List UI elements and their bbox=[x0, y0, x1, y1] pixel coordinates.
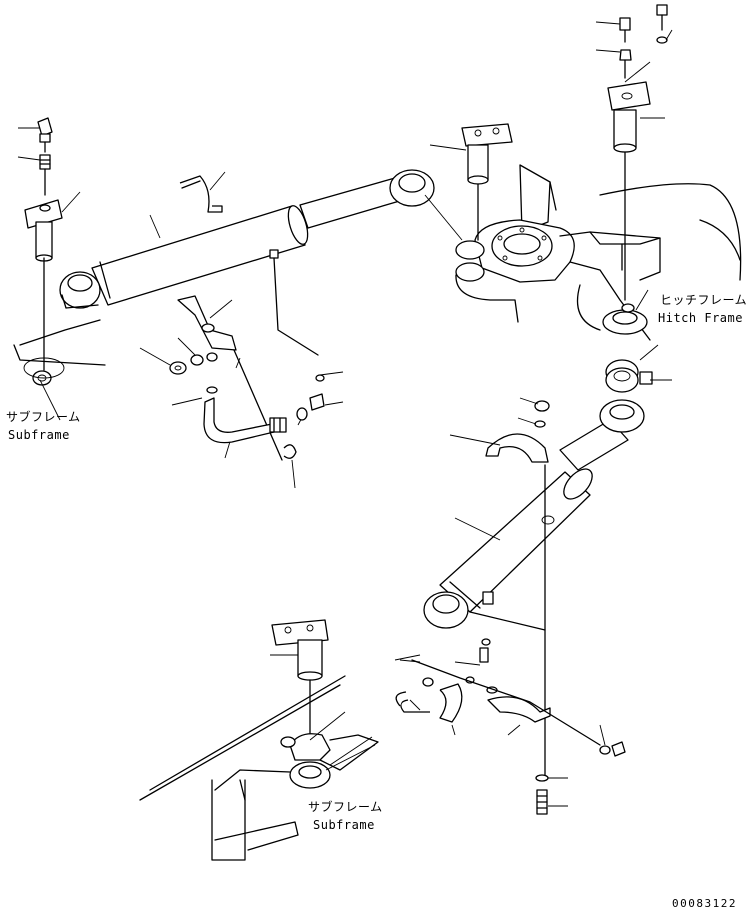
hitch-pin-right bbox=[607, 4, 668, 301]
leader-lines-right bbox=[235, 21, 673, 807]
hose-clamp-upper bbox=[179, 175, 223, 213]
right-steering-cylinder bbox=[423, 359, 653, 629]
left-pin-assembly bbox=[23, 117, 65, 386]
left-steering-cylinder bbox=[59, 169, 435, 309]
hitch-pin-upper bbox=[461, 123, 513, 241]
hose-bracket-left bbox=[169, 257, 325, 461]
hitch-frame-label-jp: ヒッチフレーム bbox=[660, 293, 748, 307]
hose-assembly-lower bbox=[395, 611, 601, 746]
lower-subframe bbox=[139, 619, 379, 861]
subframe-bottom-label-en: Subframe bbox=[313, 818, 375, 832]
left-subframe-outline bbox=[13, 319, 106, 366]
hitch-frame-label-en: Hitch Frame bbox=[658, 311, 743, 325]
subframe-left-label-jp: サブフレーム bbox=[6, 410, 81, 424]
subframe-bottom-label-jp: サブフレーム bbox=[308, 800, 383, 814]
hitch-frame bbox=[455, 164, 742, 341]
right-clamps bbox=[485, 400, 626, 815]
drawing-number: 00083122 bbox=[672, 897, 737, 910]
subframe-left-label-en: Subframe bbox=[8, 428, 70, 442]
